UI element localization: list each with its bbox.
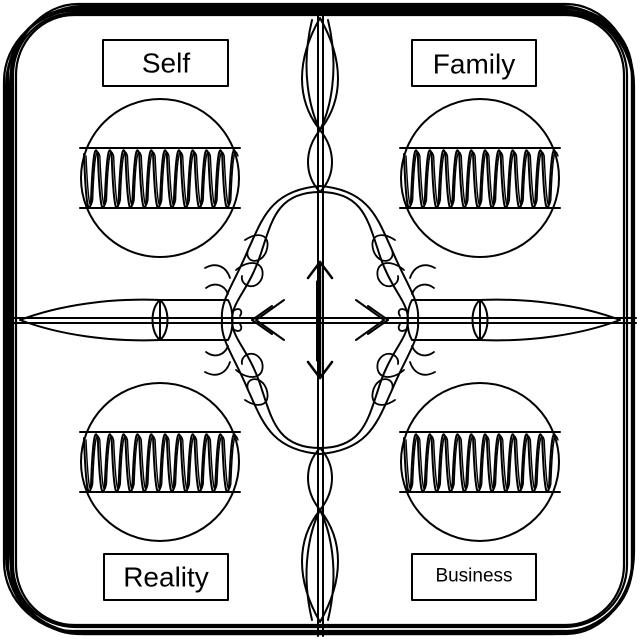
wave-line-inner (405, 435, 559, 490)
wave-line-inner (85, 151, 239, 206)
label-business: Business (435, 566, 512, 587)
label-box-family (411, 39, 537, 87)
vertical-double-arrow-icon (306, 260, 334, 380)
quadrant-family: Family (411, 39, 537, 87)
circle-outline (400, 382, 560, 542)
left-spindle-ornament (19, 298, 234, 342)
left-chevron-arrow-icon (251, 299, 285, 341)
label-self: Self (142, 48, 190, 79)
lens-flourishes (204, 234, 436, 406)
circle-family (399, 98, 561, 258)
center-lens (220, 185, 420, 455)
circle-business (399, 382, 561, 542)
label-family: Family (433, 49, 515, 80)
label-box-reality (103, 553, 229, 601)
quadrant-business: Business (411, 553, 537, 601)
circle-reality (79, 382, 241, 542)
quadrant-self: Self (102, 39, 229, 87)
right-chevron-arrow-icon (355, 299, 389, 341)
label-box-self (102, 39, 229, 87)
top-spindle-ornament (301, 17, 339, 193)
bottom-spindle-ornament (301, 447, 339, 623)
circle-self (79, 98, 241, 258)
label-reality: Reality (123, 562, 209, 593)
wave-line-inner (85, 435, 239, 490)
circle-outline (400, 98, 560, 258)
circle-outline (80, 98, 240, 258)
wave-line-inner (405, 151, 559, 206)
circle-outline (80, 382, 240, 542)
label-box-business (411, 553, 537, 601)
quadrant-reality: Reality (103, 553, 229, 601)
right-spindle-ornament (406, 298, 621, 342)
wave-circles (79, 98, 561, 542)
